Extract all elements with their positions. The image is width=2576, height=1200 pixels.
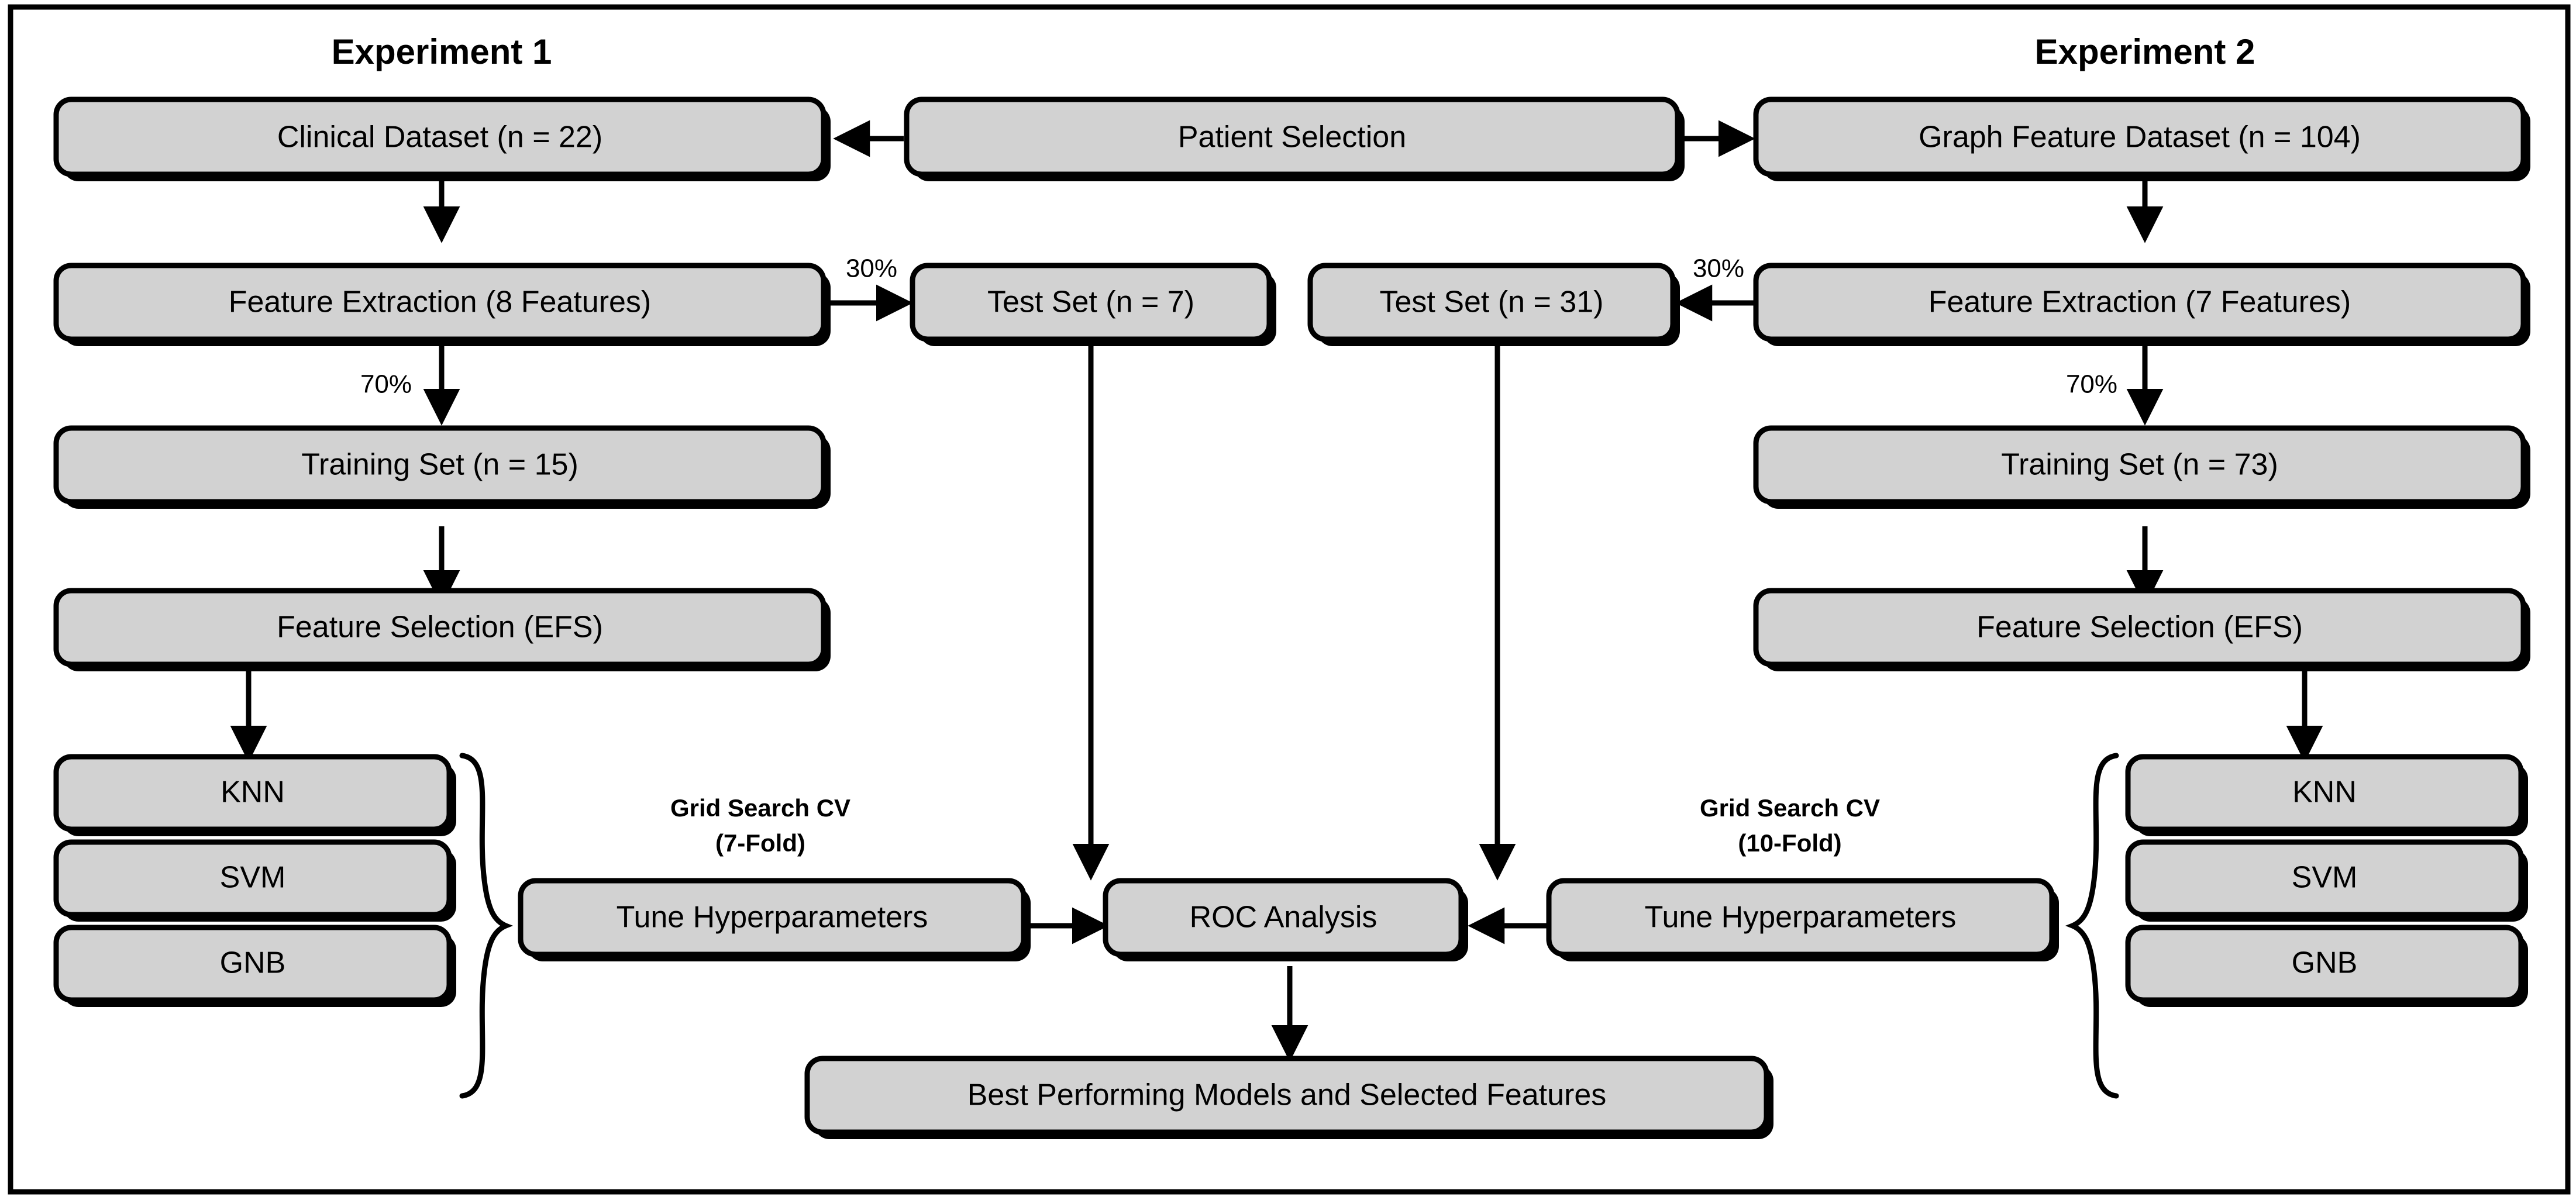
node-training-set-right: Training Set (n = 73) (1753, 425, 2530, 509)
node-test-set-right: Test Set (n = 31) (1307, 263, 1680, 346)
node-tune-hyperparameters-right: Tune Hyperparameters (1546, 878, 2059, 961)
node-feature-selection-right-label: Feature Selection (EFS) (1976, 611, 2303, 644)
node-training-set-right-label: Training Set (n = 73) (2001, 448, 2278, 482)
node-clinical-dataset: Clinical Dataset (n = 22) (53, 96, 831, 181)
grid-search-right-line2: (10-Fold) (1738, 829, 1841, 857)
node-best-performing-models: Best Performing Models and Selected Feat… (804, 1056, 1773, 1139)
node-tune-left-label: Tune Hyperparameters (617, 901, 928, 935)
node-training-set-left-label: Training Set (n = 15) (301, 448, 578, 482)
node-test-set-right-label: Test Set (n = 31) (1380, 285, 1604, 319)
node-svm-left-label: SVM (220, 861, 286, 895)
experiment-2-title: Experiment 2 (2035, 32, 2255, 71)
node-best-performing-models-label: Best Performing Models and Selected Feat… (967, 1078, 1607, 1112)
grid-search-left-line1: Grid Search CV (670, 794, 850, 822)
node-knn-right: KNN (2125, 754, 2528, 836)
node-patient-selection-label: Patient Selection (1178, 120, 1406, 154)
grid-search-left-line2: (7-Fold) (715, 829, 805, 857)
edge-label-split-test-right: 30% (1693, 254, 1744, 283)
node-gnb-right: GNB (2125, 925, 2528, 1007)
node-feature-extraction-right-label: Feature Extraction (7 Features) (1928, 285, 2351, 319)
edge-label-split-train-left: 70% (360, 370, 412, 399)
node-gnb-left: GNB (53, 925, 456, 1007)
experiment-1-title: Experiment 1 (332, 32, 552, 71)
node-feature-selection-right: Feature Selection (EFS) (1753, 588, 2530, 671)
node-patient-selection: Patient Selection (904, 96, 1685, 181)
node-feature-extraction-left-label: Feature Extraction (8 Features) (229, 285, 652, 319)
node-knn-right-label: KNN (2292, 775, 2357, 809)
node-knn-left: KNN (53, 754, 456, 836)
node-test-set-left-label: Test Set (n = 7) (987, 285, 1194, 319)
node-svm-left: SVM (53, 839, 456, 922)
node-roc-analysis-label: ROC Analysis (1190, 901, 1377, 935)
node-feature-extraction-right: Feature Extraction (7 Features) (1753, 263, 2530, 346)
node-roc-analysis: ROC Analysis (1103, 878, 1468, 961)
figure-border (8, 4, 2571, 1195)
node-svm-right-label: SVM (2292, 861, 2358, 895)
grid-search-right-line1: Grid Search CV (1700, 794, 1880, 822)
classifier-brace-right (2065, 753, 2119, 1099)
node-feature-extraction-left: Feature Extraction (8 Features) (53, 263, 831, 346)
node-clinical-dataset-label: Clinical Dataset (n = 22) (277, 120, 602, 154)
node-svm-right: SVM (2125, 839, 2528, 922)
node-test-set-left: Test Set (n = 7) (910, 263, 1276, 346)
node-knn-left-label: KNN (221, 775, 285, 809)
node-tune-right-label: Tune Hyperparameters (1645, 901, 1957, 935)
classifier-brace-left (459, 753, 514, 1099)
node-graph-feature-dataset-label: Graph Feature Dataset (n = 104) (1919, 120, 2361, 154)
node-feature-selection-left-label: Feature Selection (EFS) (277, 611, 603, 644)
node-gnb-left-label: GNB (220, 946, 286, 980)
node-training-set-left: Training Set (n = 15) (53, 425, 831, 509)
node-graph-feature-dataset: Graph Feature Dataset (n = 104) (1753, 96, 2530, 181)
node-tune-hyperparameters-left: Tune Hyperparameters (518, 878, 1031, 961)
edge-label-split-test-left: 30% (846, 254, 897, 283)
node-gnb-right-label: GNB (2292, 946, 2358, 980)
node-feature-selection-left: Feature Selection (EFS) (53, 588, 831, 671)
edge-label-split-train-right: 70% (2066, 370, 2117, 399)
